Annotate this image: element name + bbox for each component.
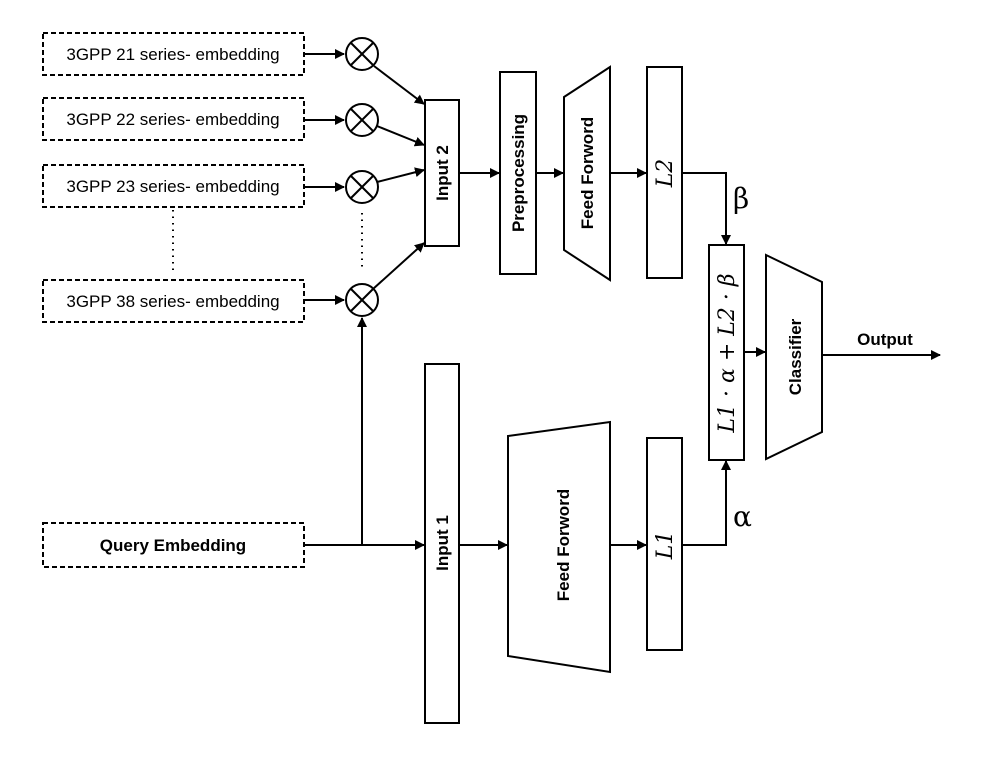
input1-block: Input 1 [424, 363, 460, 724]
feedforward-bottom-block: Feed Forword [507, 420, 611, 674]
embedding-23-label: 3GPP 23 series- embedding [66, 177, 279, 196]
arrow-mult23-input2 [376, 167, 425, 183]
multiply-node-38 [345, 283, 379, 317]
preprocessing-block: Preprocessing [499, 71, 537, 275]
l1-label: L1 [653, 531, 678, 561]
embedding-22-box: 3GPP 22 series- embedding [42, 97, 305, 141]
arrow-mult22-input2 [376, 125, 425, 147]
arrow-l2-combine [682, 172, 731, 245]
l2-label: L2 [653, 159, 678, 189]
input2-block: Input 2 [424, 99, 460, 247]
beta-label: β [733, 182, 749, 215]
multiply-node-23 [345, 170, 379, 204]
l2-block: L2 [646, 66, 683, 279]
embedding-21-box: 3GPP 21 series- embedding [42, 32, 305, 76]
feedforward-bottom-label: Feed Forword [554, 489, 573, 601]
l1-block: L1 [646, 437, 683, 651]
embedding-38-box: 3GPP 38 series- embedding [42, 279, 305, 323]
alpha-label: α [733, 500, 752, 533]
arrow-mult21-input2 [373, 65, 425, 105]
arrow-mult38-input2 [372, 242, 425, 290]
input1-label: Input 1 [433, 515, 452, 571]
feedforward-top-block: Feed Forword [563, 65, 611, 282]
classifier-block: Classifier [765, 253, 823, 461]
preprocessing-label: Preprocessing [509, 114, 528, 232]
query-embedding-box: Query Embedding [42, 522, 305, 568]
arrow-l1-combine [682, 460, 731, 546]
query-embedding-label: Query Embedding [100, 536, 246, 555]
input2-label: Input 2 [433, 145, 452, 201]
feedforward-top-label: Feed Forword [578, 117, 597, 229]
embedding-23-box: 3GPP 23 series- embedding [42, 164, 305, 208]
combine-block: L1 · α + L2 · β [708, 244, 745, 461]
multiply-node-21 [345, 37, 379, 71]
classifier-label: Classifier [786, 318, 805, 395]
embedding-21-label: 3GPP 21 series- embedding [66, 45, 279, 64]
embedding-22-label: 3GPP 22 series- embedding [66, 110, 279, 129]
embedding-38-label: 3GPP 38 series- embedding [66, 292, 279, 311]
output-label: Output [857, 330, 913, 349]
combine-label: L1 · α + L2 · β [715, 273, 740, 433]
multiply-node-22 [345, 103, 379, 137]
